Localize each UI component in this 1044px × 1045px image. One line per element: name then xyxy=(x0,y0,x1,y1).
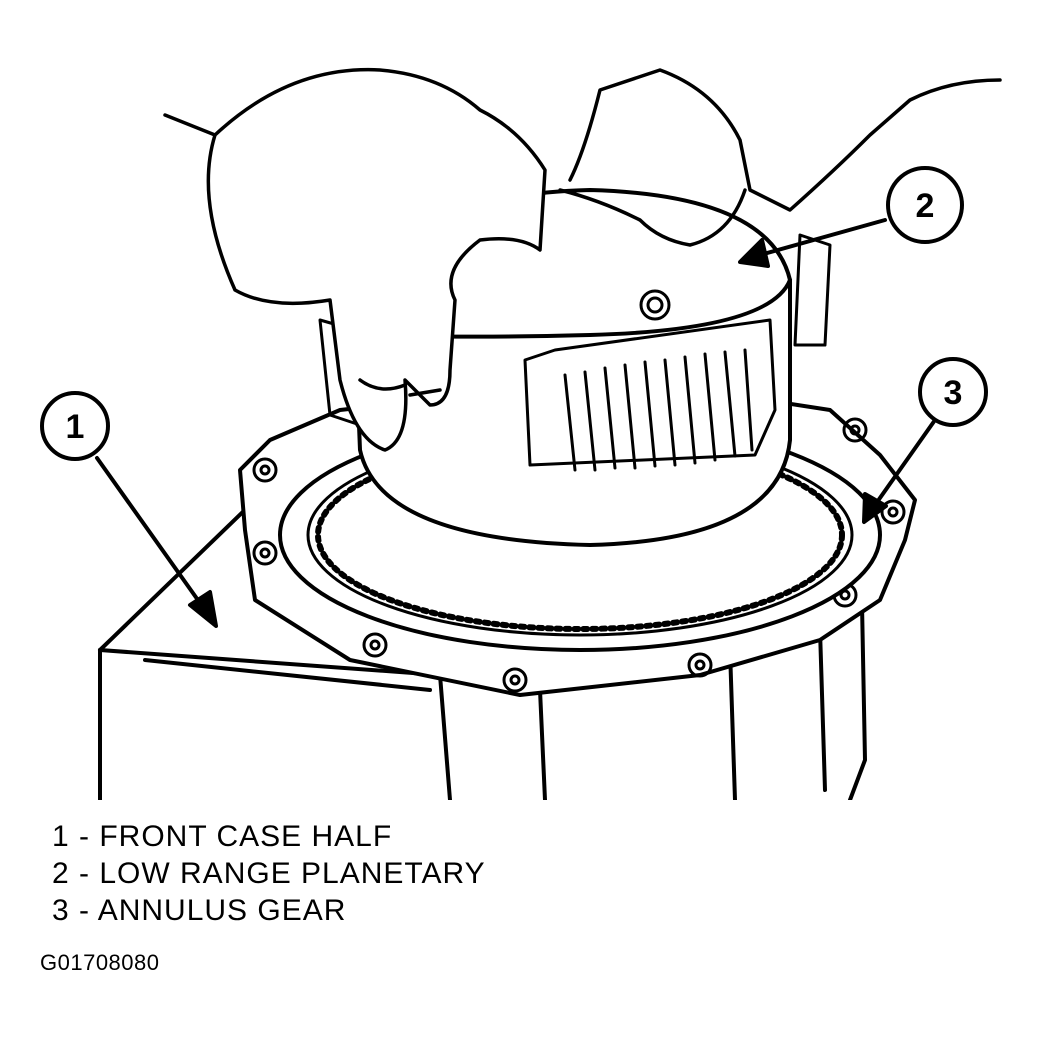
callout-3-number: 3 xyxy=(944,374,963,412)
callout-3: 3 xyxy=(918,357,988,427)
exploded-view-illustration: 1 2 3 xyxy=(40,67,1002,800)
callout-1-number: 1 xyxy=(66,408,85,446)
callout-2: 2 xyxy=(886,166,964,244)
callout-2-number: 2 xyxy=(916,187,935,225)
legend-item-2: 2 - LOW RANGE PLANETARY xyxy=(52,857,486,890)
legend-item-1: 1 - FRONT CASE HALF xyxy=(52,820,393,853)
callout-1: 1 xyxy=(40,391,110,461)
parts-legend: 1 - FRONT CASE HALF 2 - LOW RANGE PLANET… xyxy=(52,818,486,929)
hands xyxy=(163,67,1002,452)
figure-id: G01708080 xyxy=(40,950,160,975)
legend-item-3: 3 - ANNULUS GEAR xyxy=(52,894,347,927)
planet-gear-teeth xyxy=(563,348,754,472)
leader-lines xyxy=(95,218,937,628)
